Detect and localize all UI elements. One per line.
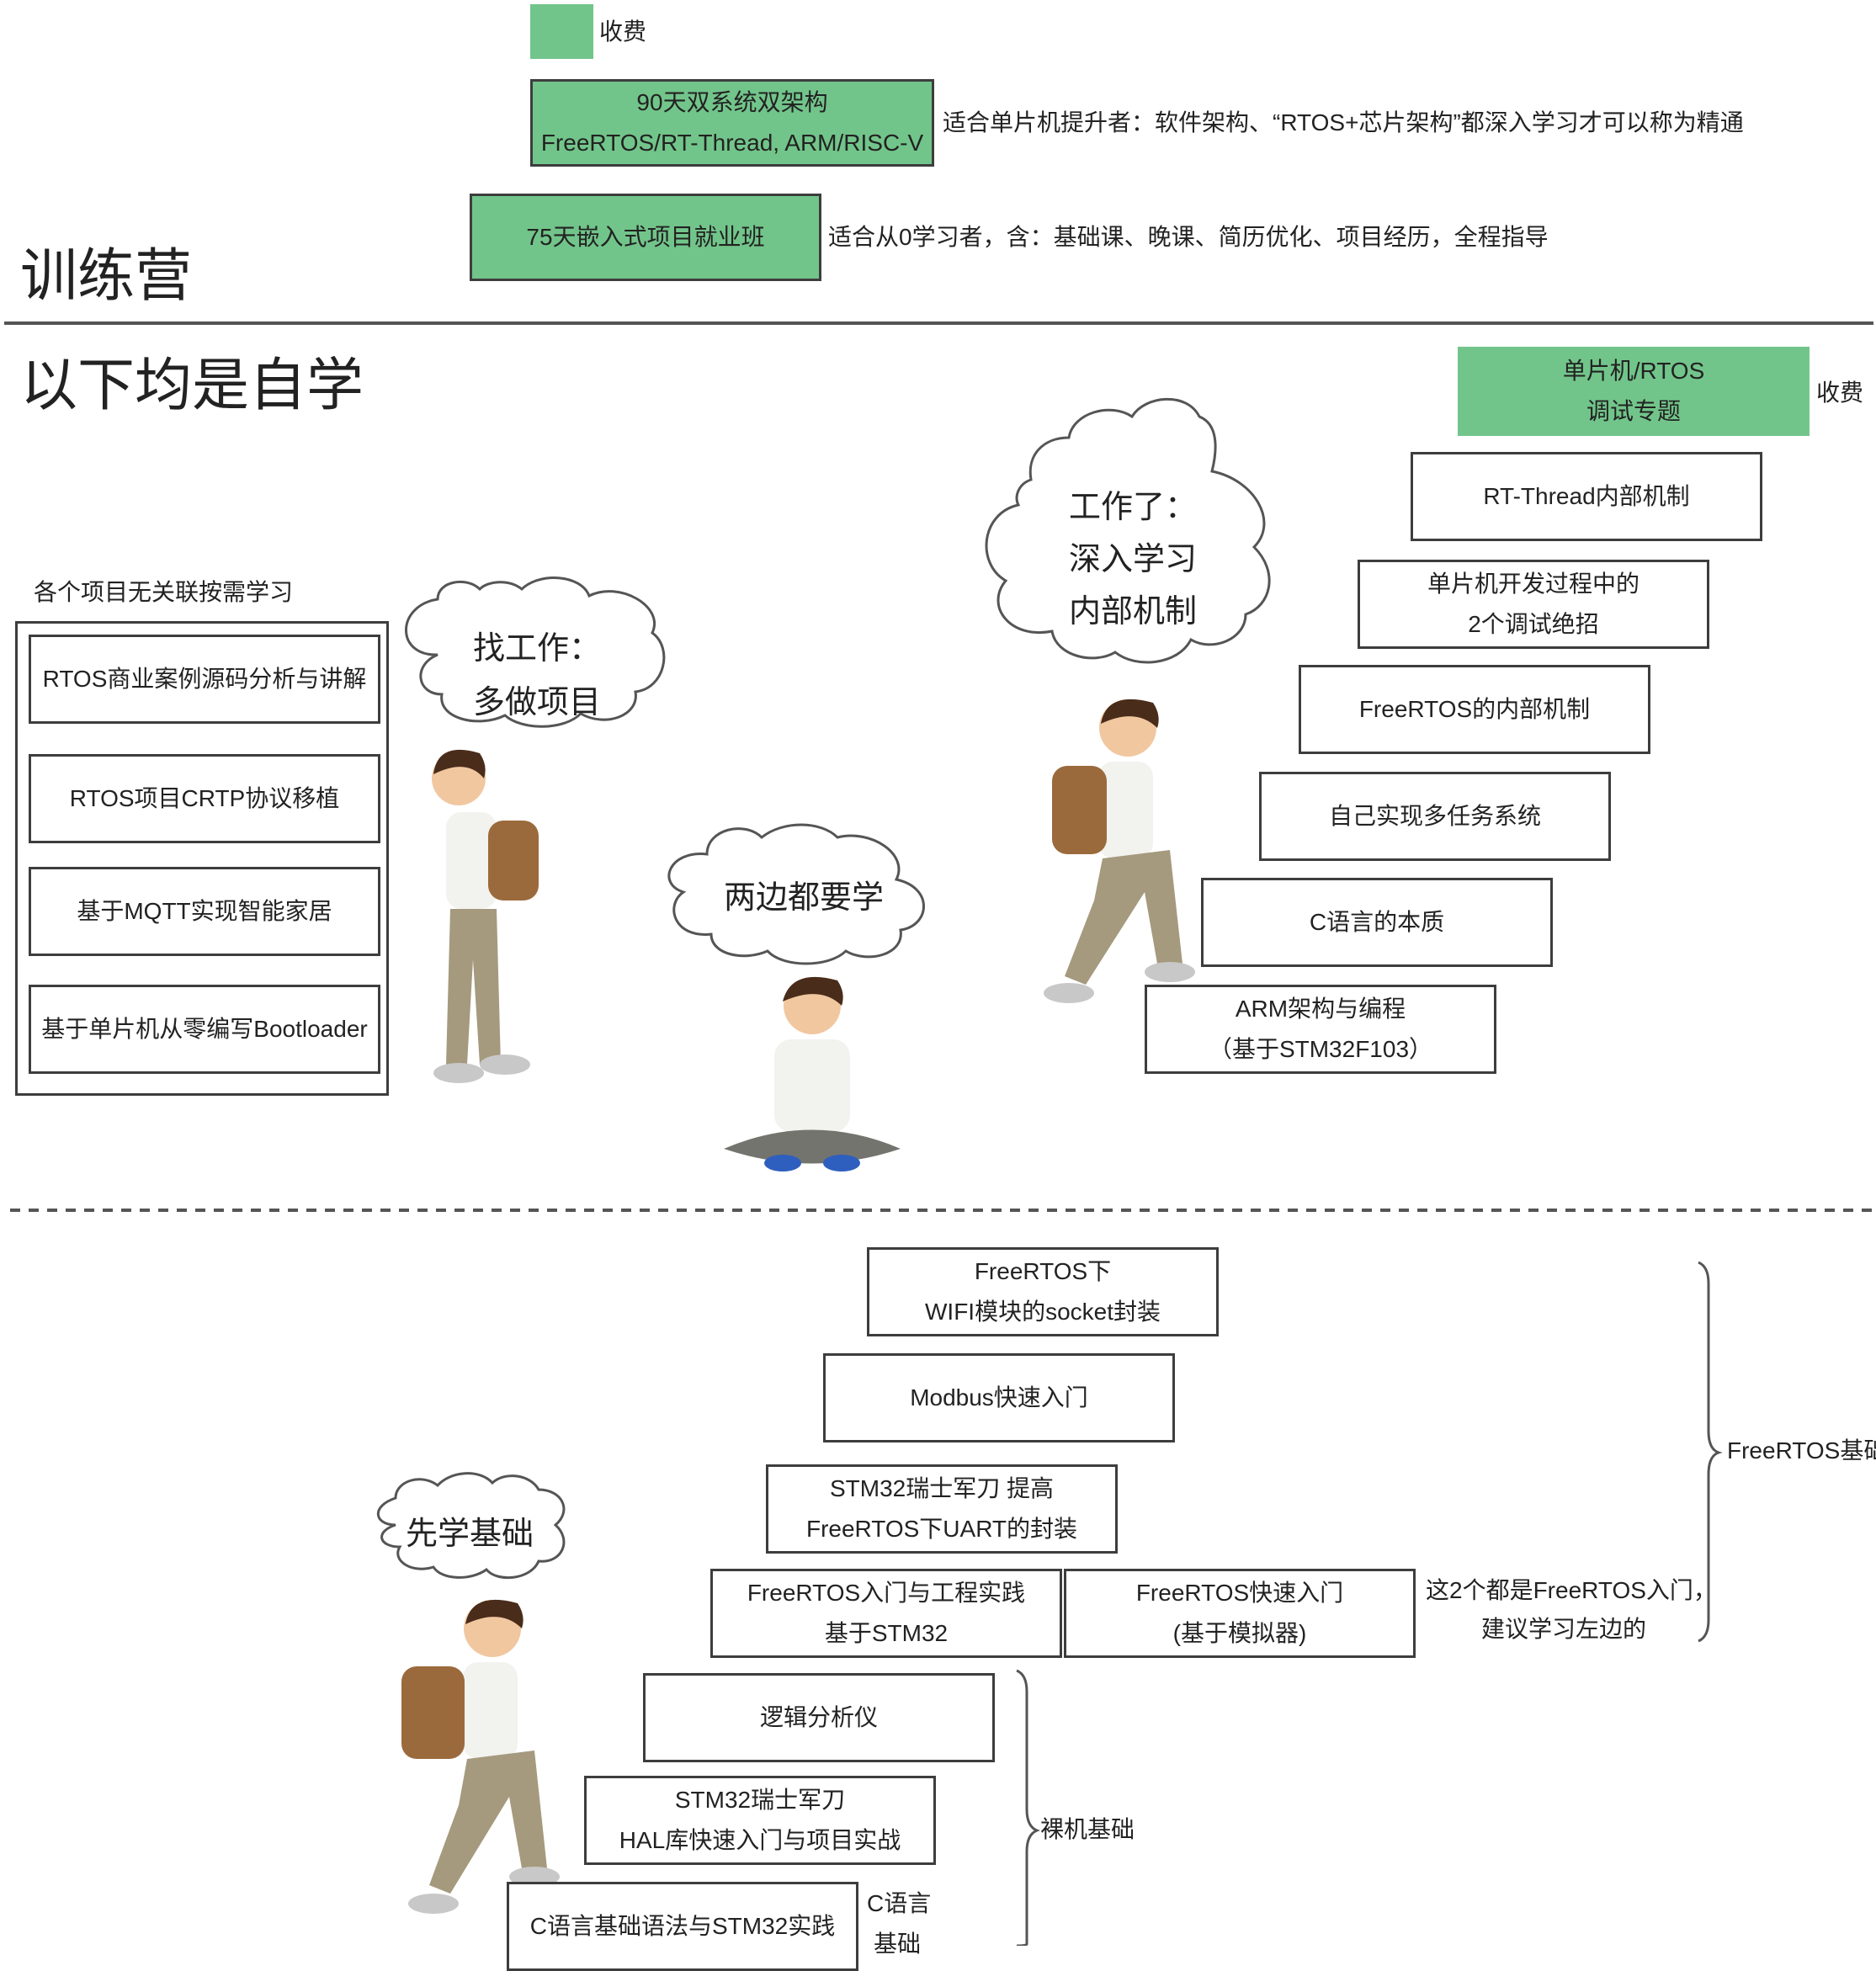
bare-step-1[interactable]: 逻辑分析仪 xyxy=(643,1673,995,1762)
course-90day-note: 适合单片机提升者：软件架构、“RTOS+芯片架构”都深入学习才可以称为精通 xyxy=(943,109,1744,135)
advanced-step-2[interactable]: 单片机开发过程中的 2个调试绝招 xyxy=(1358,560,1709,649)
bare-step-3[interactable]: C语言基础语法与STM32实践 xyxy=(507,1882,858,1971)
course-75day[interactable]: 75天嵌入式项目就业班 xyxy=(470,194,821,281)
freertos-step-4[interactable]: FreeRTOS入门与工程实践 基于STM32 xyxy=(710,1569,1062,1658)
c-label-line2: 基础 xyxy=(874,1931,922,1957)
advanced-step-4-line1: 自己实现多任务系统 xyxy=(1328,803,1541,829)
freertos-step-1-line1: FreeRTOS下 xyxy=(974,1258,1112,1284)
cloud-basics-shape xyxy=(376,1472,566,1580)
project-item-2[interactable]: RTOS项目CRTP协议移植 xyxy=(29,754,380,843)
bare-step-1-line1: 逻辑分析仪 xyxy=(759,1704,878,1730)
cloud-work-shape xyxy=(985,397,1271,664)
camp-title: 训练营 xyxy=(20,244,193,308)
projects-frame xyxy=(15,621,389,1096)
advanced-step-5-line1: C语言的本质 xyxy=(1309,909,1445,935)
cloud-work-line2: 深入学习 xyxy=(1069,542,1198,577)
cloud-job-shape xyxy=(405,576,666,728)
advanced-step-4[interactable]: 自己实现多任务系统 xyxy=(1259,772,1611,861)
cloud-work-line3: 内部机制 xyxy=(1069,594,1198,630)
freertos-step-2-line1: Modbus快速入门 xyxy=(910,1384,1088,1411)
course-90day-line2: FreeRTOS/RT-Thread, ARM/RISC-V xyxy=(540,130,924,156)
debug-topic-line2: 调试专题 xyxy=(1586,398,1681,424)
freertos-step-3[interactable]: STM32瑞士军刀 提高 FreeRTOS下UART的封装 xyxy=(766,1464,1118,1554)
debug-topic-line1: 单片机/RTOS xyxy=(1562,358,1705,384)
project-item-3[interactable]: 基于MQTT实现智能家居 xyxy=(29,867,380,956)
freertos-step-4-line2: 基于STM32 xyxy=(824,1620,949,1646)
advanced-step-3-line1: FreeRTOS的内部机制 xyxy=(1358,696,1591,722)
freertos-step-5[interactable]: FreeRTOS快速入门 (基于模拟器) xyxy=(1064,1569,1416,1658)
freertos-step-5-line2: (基于模拟器) xyxy=(1172,1620,1307,1646)
advanced-step-6[interactable]: ARM架构与编程 （基于STM32F103） xyxy=(1145,985,1496,1074)
bare-step-3-line1: C语言基础语法与STM32实践 xyxy=(529,1913,836,1939)
bare-step-2[interactable]: STM32瑞士军刀 HAL库快速入门与项目实战 xyxy=(584,1776,936,1865)
advanced-step-2-line1: 单片机开发过程中的 xyxy=(1427,571,1640,597)
advanced-step-2-line2: 2个调试绝招 xyxy=(1468,611,1599,637)
freertos-step-5-line1: FreeRTOS快速入门 xyxy=(1135,1580,1344,1606)
advanced-step-6-line2: （基于STM32F103） xyxy=(1208,1036,1433,1062)
student-climbing-figure-2 xyxy=(401,1599,560,1914)
brace-bare xyxy=(1016,1669,1040,1946)
advanced-step-3[interactable]: FreeRTOS的内部机制 xyxy=(1299,665,1650,754)
bare-step-2-line1: STM32瑞士军刀 xyxy=(674,1787,846,1813)
student-climbing-figure-1 xyxy=(1044,699,1195,1003)
cloud-job-line2: 多做项目 xyxy=(473,685,602,720)
legend-swatch xyxy=(530,4,593,59)
bare-group-label: 裸机基础 xyxy=(1040,1816,1135,1842)
advanced-step-1-line1: RT-Thread内部机制 xyxy=(1483,483,1690,509)
freertos-note-line1: 这2个都是FreeRTOS入门， xyxy=(1426,1577,1717,1603)
course-75day-line1: 75天嵌入式项目就业班 xyxy=(526,224,765,250)
debug-topic-course[interactable]: 单片机/RTOS 调试专题 xyxy=(1458,347,1810,436)
advanced-step-6-line1: ARM架构与编程 xyxy=(1235,996,1406,1022)
advanced-step-1[interactable]: RT-Thread内部机制 xyxy=(1411,452,1762,541)
student-meditating-figure xyxy=(724,976,901,1171)
selfstudy-title: 以下均是自学 xyxy=(20,353,364,417)
freertos-group-label: FreeRTOS基础 xyxy=(1727,1437,1876,1464)
project-item-2-label: RTOS项目CRTP协议移植 xyxy=(69,785,340,811)
course-75day-note: 适合从0学习者，含：基础课、晚课、简历优化、项目经历，全程指导 xyxy=(828,224,1549,250)
projects-caption: 各个项目无关联按需学习 xyxy=(34,579,294,605)
course-90day-line1: 90天双系统双架构 xyxy=(636,89,828,115)
freertos-step-3-line2: FreeRTOS下UART的封装 xyxy=(805,1516,1078,1542)
cloud-work-line1: 工作了： xyxy=(1069,490,1198,525)
freertos-step-1-line2: WIFI模块的socket封装 xyxy=(924,1299,1161,1325)
freertos-note-line2: 建议学习左边的 xyxy=(1481,1616,1647,1642)
bare-step-2-line2: HAL库快速入门与项目实战 xyxy=(619,1827,901,1853)
freertos-step-4-line1: FreeRTOS入门与工程实践 xyxy=(747,1580,1026,1606)
freertos-step-1[interactable]: FreeRTOS下 WIFI模块的socket封装 xyxy=(867,1247,1219,1336)
project-item-3-label: 基于MQTT实现智能家居 xyxy=(77,898,332,924)
brace-freertos xyxy=(1698,1261,1723,1643)
cloud-both-text: 两边都要学 xyxy=(724,880,885,916)
cloud-basics-text: 先学基础 xyxy=(406,1517,534,1552)
course-90day[interactable]: 90天双系统双架构 FreeRTOS/RT-Thread, ARM/RISC-V xyxy=(530,79,934,167)
debug-topic-paid-label: 收费 xyxy=(1816,380,1864,406)
cloud-job-line1: 找工作： xyxy=(473,631,602,667)
project-item-4[interactable]: 基于单片机从零编写Bootloader xyxy=(29,985,380,1074)
freertos-step-3-line1: STM32瑞士军刀 提高 xyxy=(829,1475,1055,1501)
cloud-both-shape xyxy=(667,823,925,965)
advanced-step-5[interactable]: C语言的本质 xyxy=(1201,878,1553,967)
freertos-step-2[interactable]: Modbus快速入门 xyxy=(823,1353,1175,1442)
project-item-1[interactable]: RTOS商业案例源码分析与讲解 xyxy=(29,635,380,724)
c-label-line1: C语言 xyxy=(867,1890,932,1916)
legend-label: 收费 xyxy=(599,19,647,45)
project-item-1-label: RTOS商业案例源码分析与讲解 xyxy=(42,666,367,692)
student-walking-figure-1 xyxy=(432,749,539,1083)
project-item-4-label: 基于单片机从零编写Bootloader xyxy=(41,1016,368,1042)
